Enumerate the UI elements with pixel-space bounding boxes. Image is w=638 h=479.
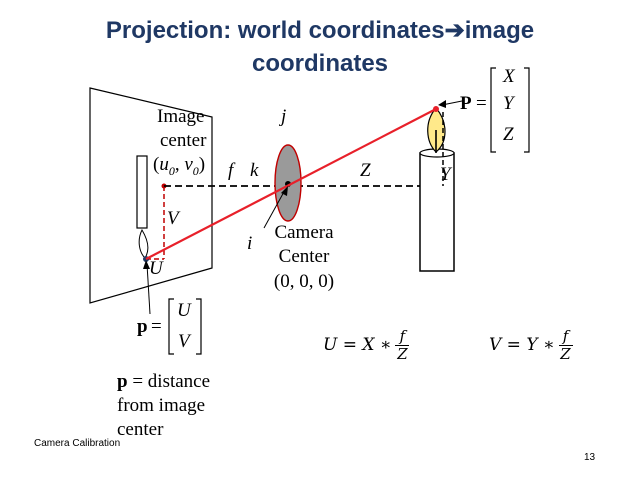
p-description-line3: center xyxy=(117,419,164,440)
p-pointer-head xyxy=(143,260,150,269)
v-offset-label: V xyxy=(167,208,179,229)
projection-ray xyxy=(145,108,437,260)
camera-center-arrow-head xyxy=(281,186,288,196)
title-word: image xyxy=(464,17,535,44)
P-vector-eq: = xyxy=(476,93,487,114)
j-axis-label: j xyxy=(281,106,287,127)
p-pointer-line xyxy=(146,263,151,315)
p-description-line1: p = distance xyxy=(117,371,211,392)
y-height-label: Y xyxy=(440,164,451,185)
p-bracket-right xyxy=(196,298,202,355)
slide-title: Projection: world coordinates➔image coor… xyxy=(40,14,600,80)
inverted-candle-image xyxy=(136,155,148,229)
p-entry-v: V xyxy=(178,331,190,352)
u-offset-label: U xyxy=(149,258,163,279)
P-bracket-right xyxy=(524,67,530,153)
p-entry-u: U xyxy=(177,300,191,321)
p-vector-name: p xyxy=(137,316,148,337)
z-distance-label: Z xyxy=(360,160,371,181)
footer-text: Camera Calibration xyxy=(34,438,121,449)
title-line2: coordinates xyxy=(251,50,389,77)
p-description-line2: from image xyxy=(117,395,206,416)
candle-body xyxy=(419,152,455,272)
image-plane xyxy=(89,87,213,304)
image-center-label-2: center xyxy=(160,130,207,151)
p-bracket-left xyxy=(168,298,174,355)
P-entry-y: Y xyxy=(503,93,514,114)
i-axis-label: i xyxy=(247,233,253,254)
P-entry-z: Z xyxy=(503,124,514,145)
arrow-icon: ➔ xyxy=(444,17,465,44)
title-line1: Projection: world coordinates xyxy=(105,17,445,44)
k-axis-label: k xyxy=(250,160,259,181)
p-arrow-head xyxy=(438,100,446,108)
camera-center-label-1: Camera xyxy=(274,222,334,243)
image-center-label-1: Image xyxy=(157,106,205,127)
world-point-dot xyxy=(433,106,439,112)
camera-center-label-3: (0, 0, 0) xyxy=(273,271,335,292)
camera-center-arrow-line xyxy=(263,189,286,229)
P-entry-x: X xyxy=(503,66,515,87)
P-bracket-left xyxy=(490,67,496,153)
focal-length-label: f xyxy=(228,160,234,181)
P-vector-name: P xyxy=(460,93,472,114)
p-vector-eq: = xyxy=(151,316,162,337)
image-center-coord: (u0, v0) xyxy=(153,154,206,178)
page-number: 13 xyxy=(584,452,596,463)
camera-center-label-2: Center xyxy=(278,246,330,267)
